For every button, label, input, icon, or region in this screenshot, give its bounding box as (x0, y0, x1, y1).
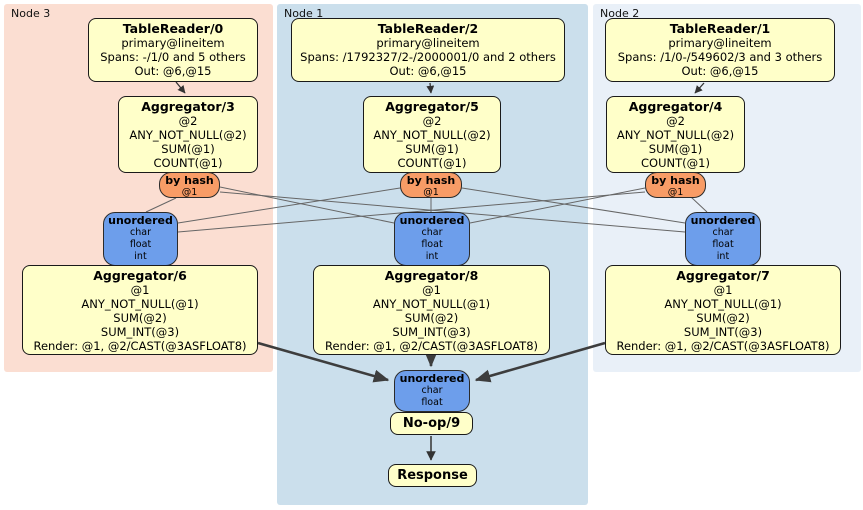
router-title: by hash (651, 174, 700, 187)
processor-detail: SUM_INT(@3) (100, 325, 180, 339)
processor-detail: ANY_NOT_NULL(@2) (373, 128, 491, 142)
processor-tablereader-0: TableReader/0 primary@lineitem Spans: -/… (88, 18, 258, 82)
processor-detail: @2 (422, 114, 442, 128)
processor-detail: ANY_NOT_NULL(@1) (372, 297, 491, 311)
cluster-node2-label: Node 2 (600, 7, 640, 20)
processor-detail: @2 (178, 114, 198, 128)
processor-title: Response (397, 468, 468, 483)
router-unordered-final: unordered char float (394, 370, 470, 412)
processor-detail: primary@lineitem (376, 36, 480, 50)
router-unordered-node3: unordered char float int (103, 212, 178, 266)
processor-detail: ANY_NOT_NULL(@1) (664, 297, 782, 311)
cluster-node1-label: Node 1 (284, 7, 324, 20)
router-detail: int (134, 251, 147, 262)
router-title: unordered (399, 214, 465, 227)
processor-aggregator-7: Aggregator/7 @1 ANY_NOT_NULL(@1) SUM(@2)… (605, 265, 841, 355)
processor-detail: COUNT(@1) (153, 156, 223, 170)
router-title: unordered (690, 214, 756, 227)
processor-detail: @2 (666, 114, 685, 128)
processor-detail: ANY_NOT_NULL(@2) (616, 128, 735, 142)
router-detail: int (425, 251, 439, 262)
processor-detail: SUM(@2) (404, 311, 459, 325)
router-title: by hash (406, 174, 456, 187)
processor-detail: primary@lineitem (668, 36, 772, 50)
router-detail: @1 (423, 187, 439, 198)
processor-detail: @1 (130, 283, 150, 297)
processor-aggregator-3: Aggregator/3 @2 ANY_NOT_NULL(@2) SUM(@1)… (118, 96, 258, 173)
processor-detail: SUM(@2) (696, 311, 750, 325)
router-detail: char (130, 227, 151, 238)
processor-detail: @1 (422, 283, 441, 297)
processor-title: Aggregator/7 (676, 268, 770, 283)
processor-detail: Render: @1, @2/CAST(@3ASFLOAT8) (324, 339, 539, 353)
router-detail: char (421, 385, 443, 396)
router-detail: float (712, 239, 734, 250)
processor-detail: Out: @6,@15 (681, 64, 759, 78)
processor-detail: SUM(@2) (113, 311, 167, 325)
router-unordered-node2: unordered char float int (685, 212, 761, 266)
response-node: Response (388, 464, 477, 487)
router-detail: float (129, 239, 152, 250)
processor-detail: SUM_INT(@3) (392, 325, 471, 339)
cluster-node3-label: Node 3 (11, 7, 51, 20)
processor-detail: SUM(@1) (405, 142, 459, 156)
processor-title: Aggregator/6 (93, 268, 187, 283)
router-detail: char (712, 227, 734, 238)
processor-title: TableReader/2 (377, 21, 479, 36)
edges-tablereader-to-aggregator (175, 81, 705, 94)
processor-detail: Spans: -/1/0 and 5 others (100, 50, 246, 64)
processor-detail: Spans: /1792327/2-/2000001/0 and 2 other… (300, 50, 556, 64)
router-detail: float (421, 239, 443, 250)
processor-detail: COUNT(@1) (397, 156, 467, 170)
processor-aggregator-6: Aggregator/6 @1 ANY_NOT_NULL(@1) SUM(@2)… (22, 265, 258, 355)
processor-detail: Spans: /1/0-/549602/3 and 3 others (617, 50, 823, 64)
router-title: by hash (165, 174, 214, 187)
processor-title: TableReader/1 (669, 21, 771, 36)
processor-noop-9: No-op/9 (390, 412, 473, 435)
processor-title: TableReader/0 (122, 21, 224, 36)
processor-title: Aggregator/5 (385, 99, 479, 114)
processor-aggregator-5: Aggregator/5 @2 ANY_NOT_NULL(@2) SUM(@1)… (363, 96, 501, 173)
router-by-hash-node2: by hash @1 (645, 172, 706, 198)
processor-title: Aggregator/4 (628, 99, 723, 114)
processor-title: Aggregator/8 (384, 268, 479, 283)
router-detail: float (421, 397, 443, 408)
router-by-hash-node3: by hash @1 (159, 172, 220, 198)
processor-detail: COUNT(@1) (641, 156, 710, 170)
processor-detail: ANY_NOT_NULL(@1) (81, 297, 199, 311)
processor-detail: Out: @6,@15 (134, 64, 212, 78)
processor-detail: ANY_NOT_NULL(@2) (129, 128, 247, 142)
router-by-hash-node1: by hash @1 (400, 172, 462, 198)
router-detail: int (716, 251, 730, 262)
router-unordered-node1: unordered char float int (394, 212, 470, 266)
edges-aggregator-to-final-router (257, 341, 606, 383)
processor-detail: @1 (713, 283, 733, 297)
processor-aggregator-8: Aggregator/8 @1 ANY_NOT_NULL(@1) SUM(@2)… (313, 265, 550, 355)
processor-detail: SUM(@1) (161, 142, 215, 156)
router-title: unordered (399, 372, 465, 385)
router-title: unordered (108, 214, 173, 227)
router-detail: char (421, 227, 443, 238)
processor-detail: SUM(@1) (648, 142, 703, 156)
processor-detail: Render: @1, @2/CAST(@3ASFLOAT8) (33, 339, 247, 353)
processor-detail: SUM_INT(@3) (683, 325, 763, 339)
router-detail: @1 (181, 187, 198, 198)
processor-tablereader-1: TableReader/1 primary@lineitem Spans: /1… (605, 18, 835, 82)
processor-title: No-op/9 (402, 416, 461, 431)
router-detail: @1 (667, 187, 684, 198)
processor-aggregator-4: Aggregator/4 @2 ANY_NOT_NULL(@2) SUM(@1)… (606, 96, 745, 173)
processor-tablereader-2: TableReader/2 primary@lineitem Spans: /1… (291, 18, 565, 82)
processor-title: Aggregator/3 (141, 99, 235, 114)
processor-detail: primary@lineitem (121, 36, 225, 50)
processor-detail: Render: @1, @2/CAST(@3ASFLOAT8) (616, 339, 830, 353)
processor-detail: Out: @6,@15 (389, 64, 467, 78)
